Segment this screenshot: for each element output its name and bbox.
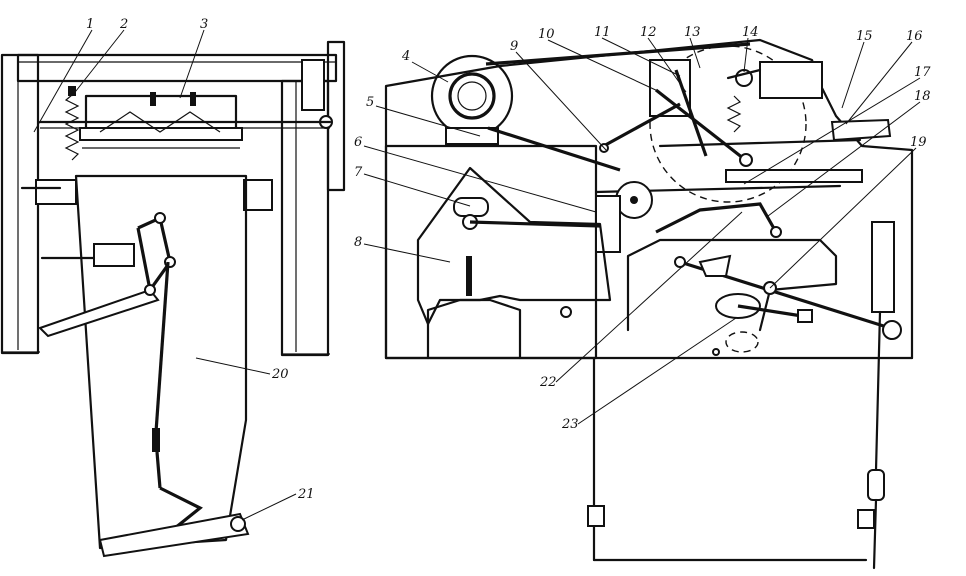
callout-22: 22 xyxy=(539,375,557,390)
motor-shaft xyxy=(457,81,487,111)
bolt xyxy=(560,306,572,318)
callout-13: 13 xyxy=(684,25,701,40)
callout-20: 20 xyxy=(271,367,289,382)
throat-rod xyxy=(469,220,601,228)
upper-box xyxy=(759,61,823,99)
callout-17: 17 xyxy=(914,65,931,80)
callout-labels: 1 2 3 4 5 6 7 8 9 10 11 12 13 14 15 16 1… xyxy=(86,17,931,502)
slide-rail xyxy=(725,169,863,183)
callout-11: 11 xyxy=(594,25,611,40)
frame-clamp-left xyxy=(587,505,605,527)
spring-anchor xyxy=(68,86,76,96)
hopper-stem xyxy=(466,256,472,296)
motor-base xyxy=(445,127,499,145)
callout-8: 8 xyxy=(354,235,362,250)
bar-16 xyxy=(830,118,892,142)
counterweight xyxy=(93,243,135,267)
lever-9 xyxy=(599,102,681,150)
callout-1: 1 xyxy=(86,17,94,32)
long-pull-rod xyxy=(154,261,170,433)
small-bolt xyxy=(712,348,720,356)
callout-15: 15 xyxy=(856,29,873,44)
callout-3: 3 xyxy=(200,17,208,32)
tension-spring xyxy=(64,94,80,161)
right-clamp xyxy=(243,179,273,211)
callout-4: 4 xyxy=(401,49,410,64)
upper-slide xyxy=(658,138,862,148)
funnel-outline xyxy=(416,166,612,326)
column-pivot xyxy=(882,320,902,340)
callout-5: 5 xyxy=(366,95,374,110)
callout-18: 18 xyxy=(914,89,931,104)
sack-body xyxy=(74,174,248,550)
handwheel-hub xyxy=(301,59,325,111)
cam-ghost xyxy=(725,331,759,353)
tray-linkage xyxy=(99,111,221,133)
funnel-throat xyxy=(453,197,489,217)
hopper xyxy=(426,298,522,360)
callout-14: 14 xyxy=(742,25,759,40)
callout-9: 9 xyxy=(510,39,518,54)
drive-belt-top xyxy=(485,42,751,66)
upper-spring xyxy=(726,95,742,133)
flywheel-dashed xyxy=(649,45,807,203)
callout-10: 10 xyxy=(538,27,555,42)
lever-19-pivot xyxy=(674,256,686,268)
sack-bottom-flap xyxy=(98,512,250,558)
lower-lever xyxy=(38,288,160,338)
left-side-view xyxy=(0,40,346,558)
callout-21: 21 xyxy=(297,487,315,502)
cam-rod-end xyxy=(797,309,813,323)
housing-outline xyxy=(384,38,914,360)
chain-lower xyxy=(872,498,878,570)
left-clamp xyxy=(35,179,77,205)
pull-rod-lower xyxy=(155,451,162,489)
left-post xyxy=(0,53,40,355)
lever-22-pin xyxy=(770,226,782,238)
motor-pulley xyxy=(448,72,496,120)
tray-bar xyxy=(79,127,243,141)
tension-pulley-hub xyxy=(630,196,638,204)
chain-upper xyxy=(874,310,882,472)
link-13 xyxy=(726,68,762,80)
right-column xyxy=(871,221,895,313)
lower-window xyxy=(626,238,838,332)
drive-belt-bottom xyxy=(487,126,621,172)
pivot-low xyxy=(144,284,156,296)
callout-16: 16 xyxy=(906,29,923,44)
right-front-view xyxy=(384,38,914,570)
chain-link xyxy=(867,469,885,501)
cam-rod xyxy=(737,304,803,318)
tray-pin-b xyxy=(190,92,196,106)
rod-turnbuckle xyxy=(152,428,160,452)
callout-23: 23 xyxy=(561,417,579,432)
motor-housing xyxy=(430,54,514,138)
tray-pin-a xyxy=(150,92,156,106)
lever-10 xyxy=(655,88,749,164)
callout-12: 12 xyxy=(640,25,657,40)
leader-lines xyxy=(33,29,921,521)
pin-10 xyxy=(739,153,753,167)
left-top-beam xyxy=(16,53,338,83)
callout-19: 19 xyxy=(910,135,927,150)
pivot-top xyxy=(154,212,166,224)
frame-clamp-right xyxy=(857,509,875,529)
flap-pivot xyxy=(230,516,246,532)
lever-block xyxy=(698,254,732,277)
callout-6: 6 xyxy=(354,135,362,150)
lever-22 xyxy=(655,202,778,234)
callout-2: 2 xyxy=(119,17,128,32)
callout-7: 7 xyxy=(354,165,363,180)
